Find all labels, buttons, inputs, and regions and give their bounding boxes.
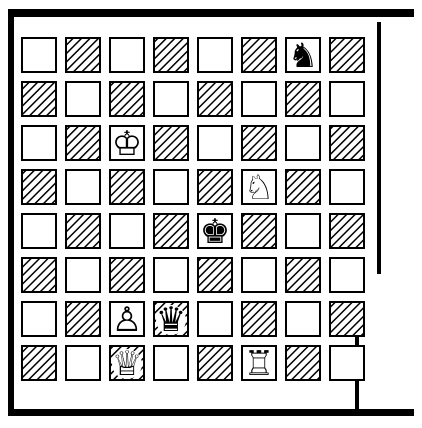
square-e2[interactable] (198, 302, 232, 336)
square-b8[interactable] (66, 38, 100, 72)
square-b3[interactable] (66, 258, 100, 292)
square-e8[interactable] (198, 38, 232, 72)
square-e7[interactable] (198, 82, 232, 116)
black-knight-piece[interactable]: ♞ (288, 36, 318, 76)
square-f2[interactable] (242, 302, 276, 336)
square-c7[interactable] (110, 82, 144, 116)
pawn-icon: ♙ (112, 300, 142, 340)
square-a4[interactable] (22, 214, 56, 248)
square-b2[interactable] (66, 302, 100, 336)
square-b1[interactable] (66, 346, 100, 380)
white-queen-piece[interactable]: ♕ (112, 344, 142, 384)
queen-icon: ♕ (112, 344, 142, 384)
square-f3[interactable] (242, 258, 276, 292)
frame-bottom-border (8, 409, 414, 416)
square-a7[interactable] (22, 82, 56, 116)
square-f6[interactable] (242, 126, 276, 160)
square-h2[interactable] (330, 302, 364, 336)
square-g5[interactable] (286, 170, 320, 204)
square-f7[interactable] (242, 82, 276, 116)
square-g2[interactable] (286, 302, 320, 336)
black-king-piece[interactable]: ♚ (200, 212, 230, 252)
square-d8[interactable] (154, 38, 188, 72)
square-h7[interactable] (330, 82, 364, 116)
square-g1[interactable] (286, 346, 320, 380)
knight-icon: ♘ (244, 168, 274, 208)
square-e5[interactable] (198, 170, 232, 204)
square-c5[interactable] (110, 170, 144, 204)
square-e3[interactable] (198, 258, 232, 292)
square-h3[interactable] (330, 258, 364, 292)
frame-right-border-upper (377, 22, 381, 274)
square-g7[interactable] (286, 82, 320, 116)
square-a1[interactable] (22, 346, 56, 380)
square-f4[interactable] (242, 214, 276, 248)
square-d3[interactable] (154, 258, 188, 292)
square-c3[interactable] (110, 258, 144, 292)
square-a8[interactable] (22, 38, 56, 72)
square-d5[interactable] (154, 170, 188, 204)
square-b7[interactable] (66, 82, 100, 116)
square-g4[interactable] (286, 214, 320, 248)
board-squares (22, 38, 364, 380)
square-d1[interactable] (154, 346, 188, 380)
square-d6[interactable] (154, 126, 188, 160)
white-pawn-piece[interactable]: ♙ (112, 300, 142, 340)
rook-icon: ♖ (244, 344, 274, 384)
square-a2[interactable] (22, 302, 56, 336)
queen-icon: ♛ (156, 300, 186, 340)
square-a6[interactable] (22, 126, 56, 160)
white-rook-piece[interactable]: ♖ (244, 344, 274, 384)
square-h6[interactable] (330, 126, 364, 160)
king-icon: ♔ (112, 124, 142, 164)
square-c8[interactable] (110, 38, 144, 72)
square-g3[interactable] (286, 258, 320, 292)
square-h5[interactable] (330, 170, 364, 204)
knight-icon: ♞ (288, 36, 318, 76)
square-a3[interactable] (22, 258, 56, 292)
square-d7[interactable] (154, 82, 188, 116)
square-e1[interactable] (198, 346, 232, 380)
square-c4[interactable] (110, 214, 144, 248)
frame-top-border (8, 9, 414, 17)
frame-left-border (8, 14, 14, 412)
square-b5[interactable] (66, 170, 100, 204)
square-g6[interactable] (286, 126, 320, 160)
king-icon: ♚ (200, 212, 230, 252)
square-f8[interactable] (242, 38, 276, 72)
white-knight-piece[interactable]: ♘ (244, 168, 274, 208)
white-king-piece[interactable]: ♔ (112, 124, 142, 164)
square-e6[interactable] (198, 126, 232, 160)
square-b6[interactable] (66, 126, 100, 160)
square-a5[interactable] (22, 170, 56, 204)
square-d4[interactable] (154, 214, 188, 248)
square-h1[interactable] (330, 346, 364, 380)
square-h4[interactable] (330, 214, 364, 248)
square-h8[interactable] (330, 38, 364, 72)
square-b4[interactable] (66, 214, 100, 248)
black-queen-piece[interactable]: ♛ (156, 300, 186, 340)
